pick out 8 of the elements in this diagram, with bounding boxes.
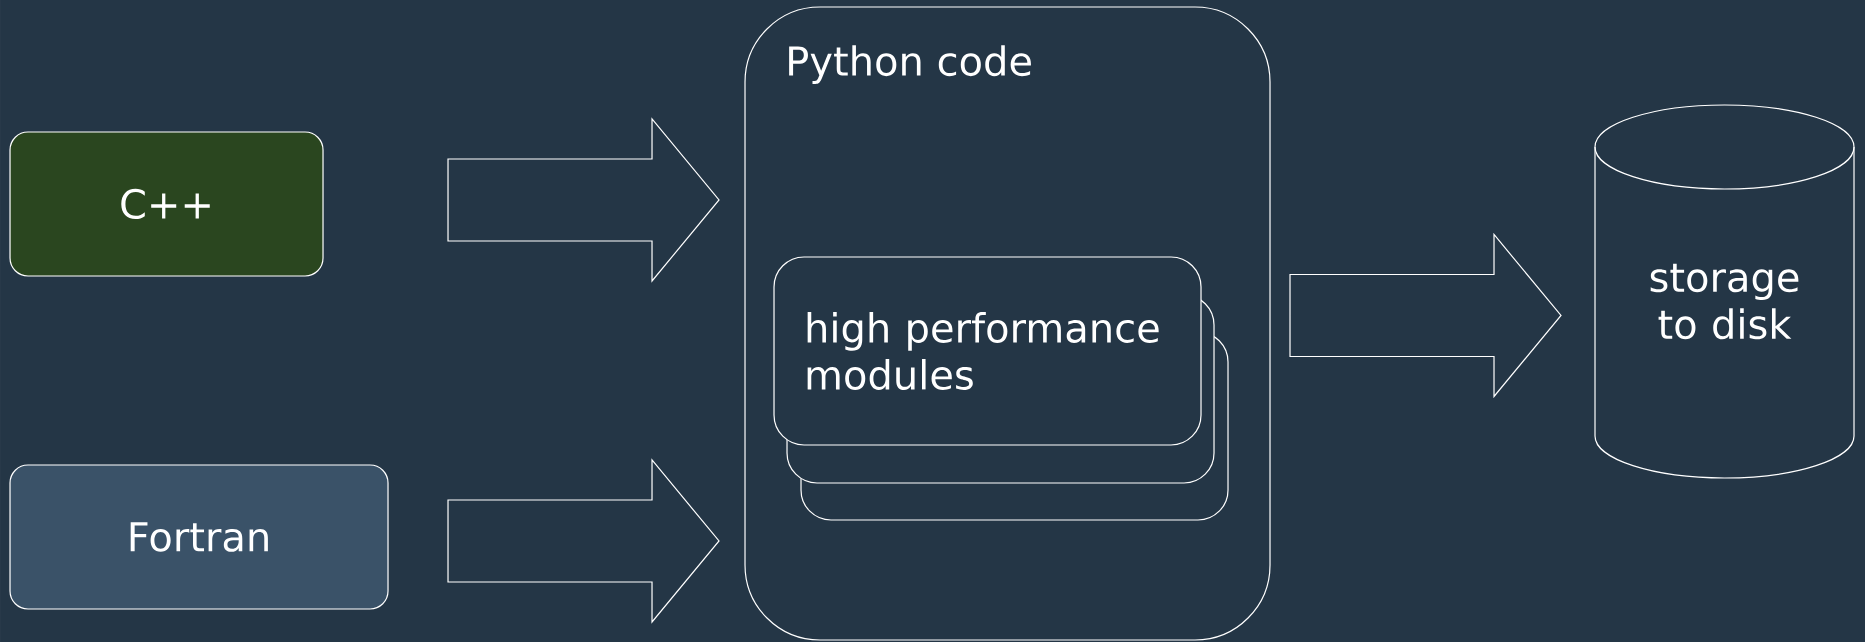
rounded-box: C++ <box>9 131 324 277</box>
storage-cylinder: storage to disk <box>1594 104 1855 479</box>
rounded-box: Fortran <box>9 464 389 610</box>
module-card-stack: high performance modules <box>773 256 1229 521</box>
block-arrow <box>447 117 720 283</box>
block-arrow <box>1289 232 1562 399</box>
node-label: storage to disk <box>1650 263 1799 340</box>
block-arrow <box>447 458 720 624</box>
